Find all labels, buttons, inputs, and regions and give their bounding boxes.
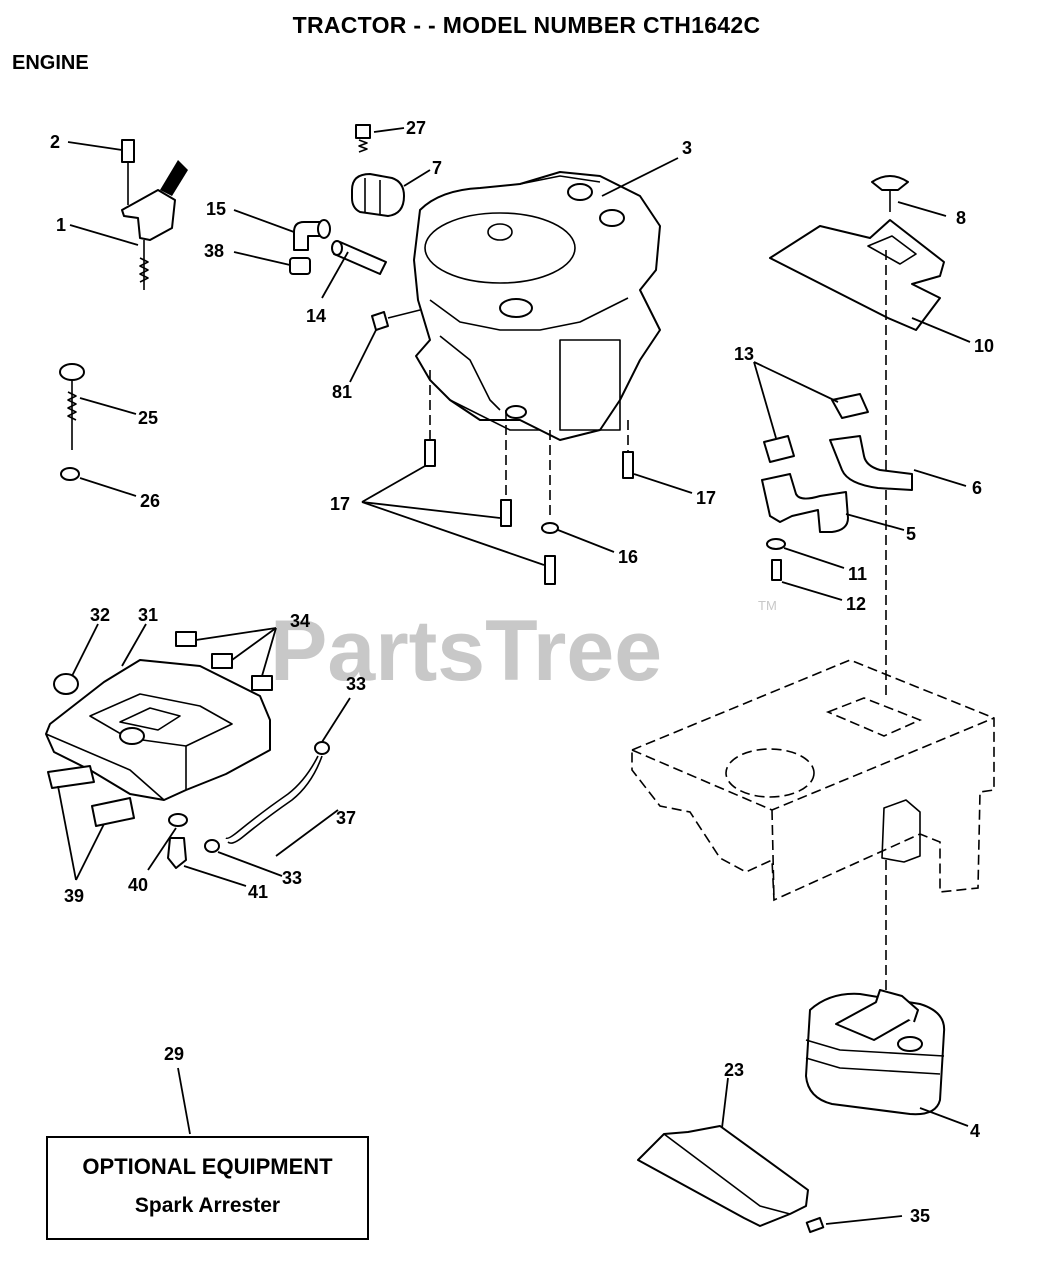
part-engine [371, 171, 661, 441]
callout-2: 2 [50, 132, 60, 152]
leader-5 [845, 513, 905, 531]
leader-38 [233, 251, 291, 266]
callout-8: 8 [956, 208, 966, 228]
leader-17-d [633, 473, 693, 494]
part-frame [631, 659, 995, 1000]
callout-23: 23 [724, 1060, 744, 1080]
section-label: ENGINE [12, 52, 89, 74]
callout-31: 31 [138, 605, 158, 625]
optional-equipment-item: Spark Arrester [134, 1194, 281, 1217]
leader-34-b [231, 627, 277, 661]
callout-81: 81 [332, 382, 352, 402]
part-fuel-line [167, 741, 330, 869]
leader-17-a [361, 465, 426, 503]
callout-16: 16 [618, 547, 638, 567]
leader-12 [781, 581, 843, 601]
callout-3: 3 [682, 138, 692, 158]
leader-29 [177, 1067, 191, 1135]
callout-11: 11 [848, 564, 867, 584]
leader-35 [825, 1215, 903, 1225]
leader-26 [79, 477, 137, 497]
leader-23 [721, 1077, 729, 1129]
watermark-text: PartsTree [270, 603, 662, 699]
part-throttle-bracket [121, 139, 188, 290]
part-elbow-fitting [289, 219, 387, 275]
leader-3 [601, 157, 679, 197]
leader-33-a [321, 697, 351, 743]
optional-equipment-title: OPTIONAL EQUIPMENT [82, 1154, 333, 1179]
leader-13-a [753, 361, 777, 439]
callout-1: 1 [56, 215, 66, 235]
leader-6 [913, 469, 967, 487]
leader-15 [233, 209, 295, 233]
callout-7: 7 [432, 158, 442, 178]
leader-39-b [75, 823, 105, 881]
optional-equipment-box: OPTIONAL EQUIPMENT Spark Arrester [46, 1136, 369, 1240]
callout-17-right: 17 [696, 488, 716, 508]
leader-81 [349, 329, 377, 383]
part-bolts [424, 370, 634, 585]
part-knob [59, 363, 85, 481]
leader-34-c [261, 627, 277, 677]
leader-40 [147, 827, 177, 871]
leader-32 [71, 623, 99, 677]
callout-32: 32 [90, 605, 110, 625]
callout-35: 35 [910, 1206, 930, 1226]
leader-33-b [217, 851, 283, 877]
callout-40: 40 [128, 875, 148, 895]
callout-38: 38 [204, 241, 224, 261]
callout-6: 6 [972, 478, 982, 498]
callout-41: 41 [248, 882, 268, 902]
leader-41 [183, 865, 247, 887]
leader-17-b [361, 501, 501, 519]
callout-15: 15 [206, 199, 226, 219]
callout-4: 4 [970, 1121, 980, 1141]
leader-2 [67, 141, 123, 151]
callout-25: 25 [138, 408, 158, 428]
callout-14: 14 [306, 306, 326, 326]
callout-26: 26 [140, 491, 160, 511]
leader-34-a [195, 627, 277, 641]
callout-17-left: 17 [330, 494, 350, 514]
callout-39: 39 [64, 886, 84, 906]
leader-37 [275, 809, 339, 857]
leader-31 [121, 623, 147, 667]
leader-25 [79, 397, 137, 415]
leader-11 [783, 547, 845, 569]
leader-27 [373, 127, 405, 133]
leader-8 [897, 201, 947, 217]
callout-5: 5 [906, 524, 916, 544]
callout-10: 10 [974, 336, 994, 356]
callout-12: 12 [846, 594, 866, 614]
part-fuel-tank [45, 631, 273, 827]
leader-17-c [361, 501, 545, 566]
callout-37: 37 [336, 808, 356, 828]
part-clamp [351, 124, 405, 217]
callout-34: 34 [290, 611, 310, 631]
part-muffler [805, 989, 946, 1116]
watermark-tm: TM [758, 598, 777, 613]
leader-39-a [57, 785, 77, 881]
leader-13-b [753, 361, 839, 403]
page-title: TRACTOR - - MODEL NUMBER CTH1642C [292, 12, 761, 38]
leader-4 [919, 1107, 969, 1127]
part-exhaust-pipes [761, 393, 913, 581]
leader-1 [69, 224, 139, 246]
callout-33-bottom: 33 [282, 868, 302, 888]
leader-10 [911, 317, 971, 343]
leader-7 [403, 169, 431, 187]
callout-29: 29 [164, 1044, 184, 1064]
callout-27: 27 [406, 118, 426, 138]
part-spark-arrester [637, 1125, 825, 1234]
leader-14 [321, 251, 349, 299]
callout-33-top: 33 [346, 674, 366, 694]
callout-13: 13 [734, 344, 754, 364]
leader-16 [557, 529, 615, 553]
